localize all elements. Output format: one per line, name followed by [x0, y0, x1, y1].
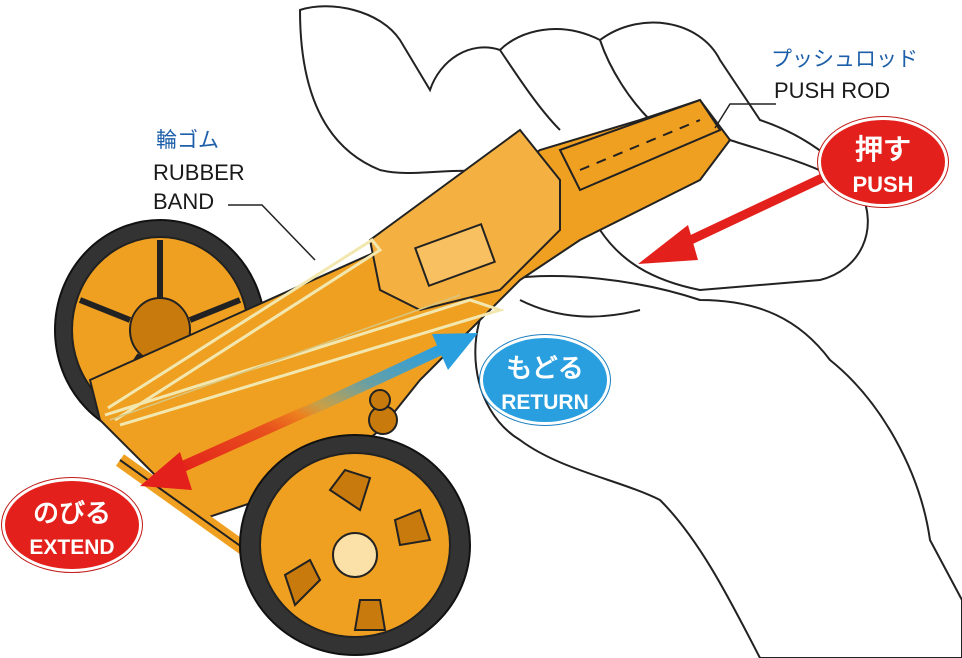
- push-rod-label-jp: プッシュロッド: [771, 47, 918, 71]
- rubber-band-label-jp: 輪ゴム: [156, 128, 219, 152]
- rubber-band-label-en-line1: RUBBER: [153, 160, 245, 185]
- rubber-band-label-en-line2: BAND: [153, 189, 215, 214]
- push-badge-en: PUSH: [852, 172, 914, 197]
- push-badge-jp: 押す: [854, 133, 911, 166]
- rubber-band: [104, 238, 505, 427]
- extend-badge-en: EXTEND: [29, 536, 115, 559]
- lower-hand: [474, 275, 962, 658]
- return-badge-jp: もどる: [506, 354, 584, 384]
- return-arrow: [297, 333, 478, 420]
- return-badge: もどる RETURN: [480, 335, 610, 425]
- extend-badge: のびる EXTEND: [2, 478, 142, 572]
- leader-lines: [228, 103, 776, 261]
- front-wheel: [239, 434, 471, 656]
- push-arrow: [638, 167, 837, 264]
- push-rod-label-en: PUSH ROD: [774, 78, 891, 103]
- push-badge: 押す PUSH: [818, 117, 948, 207]
- extend-arrow: [140, 399, 323, 490]
- return-badge-en: RETURN: [501, 391, 589, 414]
- extend-badge-jp: のびる: [32, 499, 111, 529]
